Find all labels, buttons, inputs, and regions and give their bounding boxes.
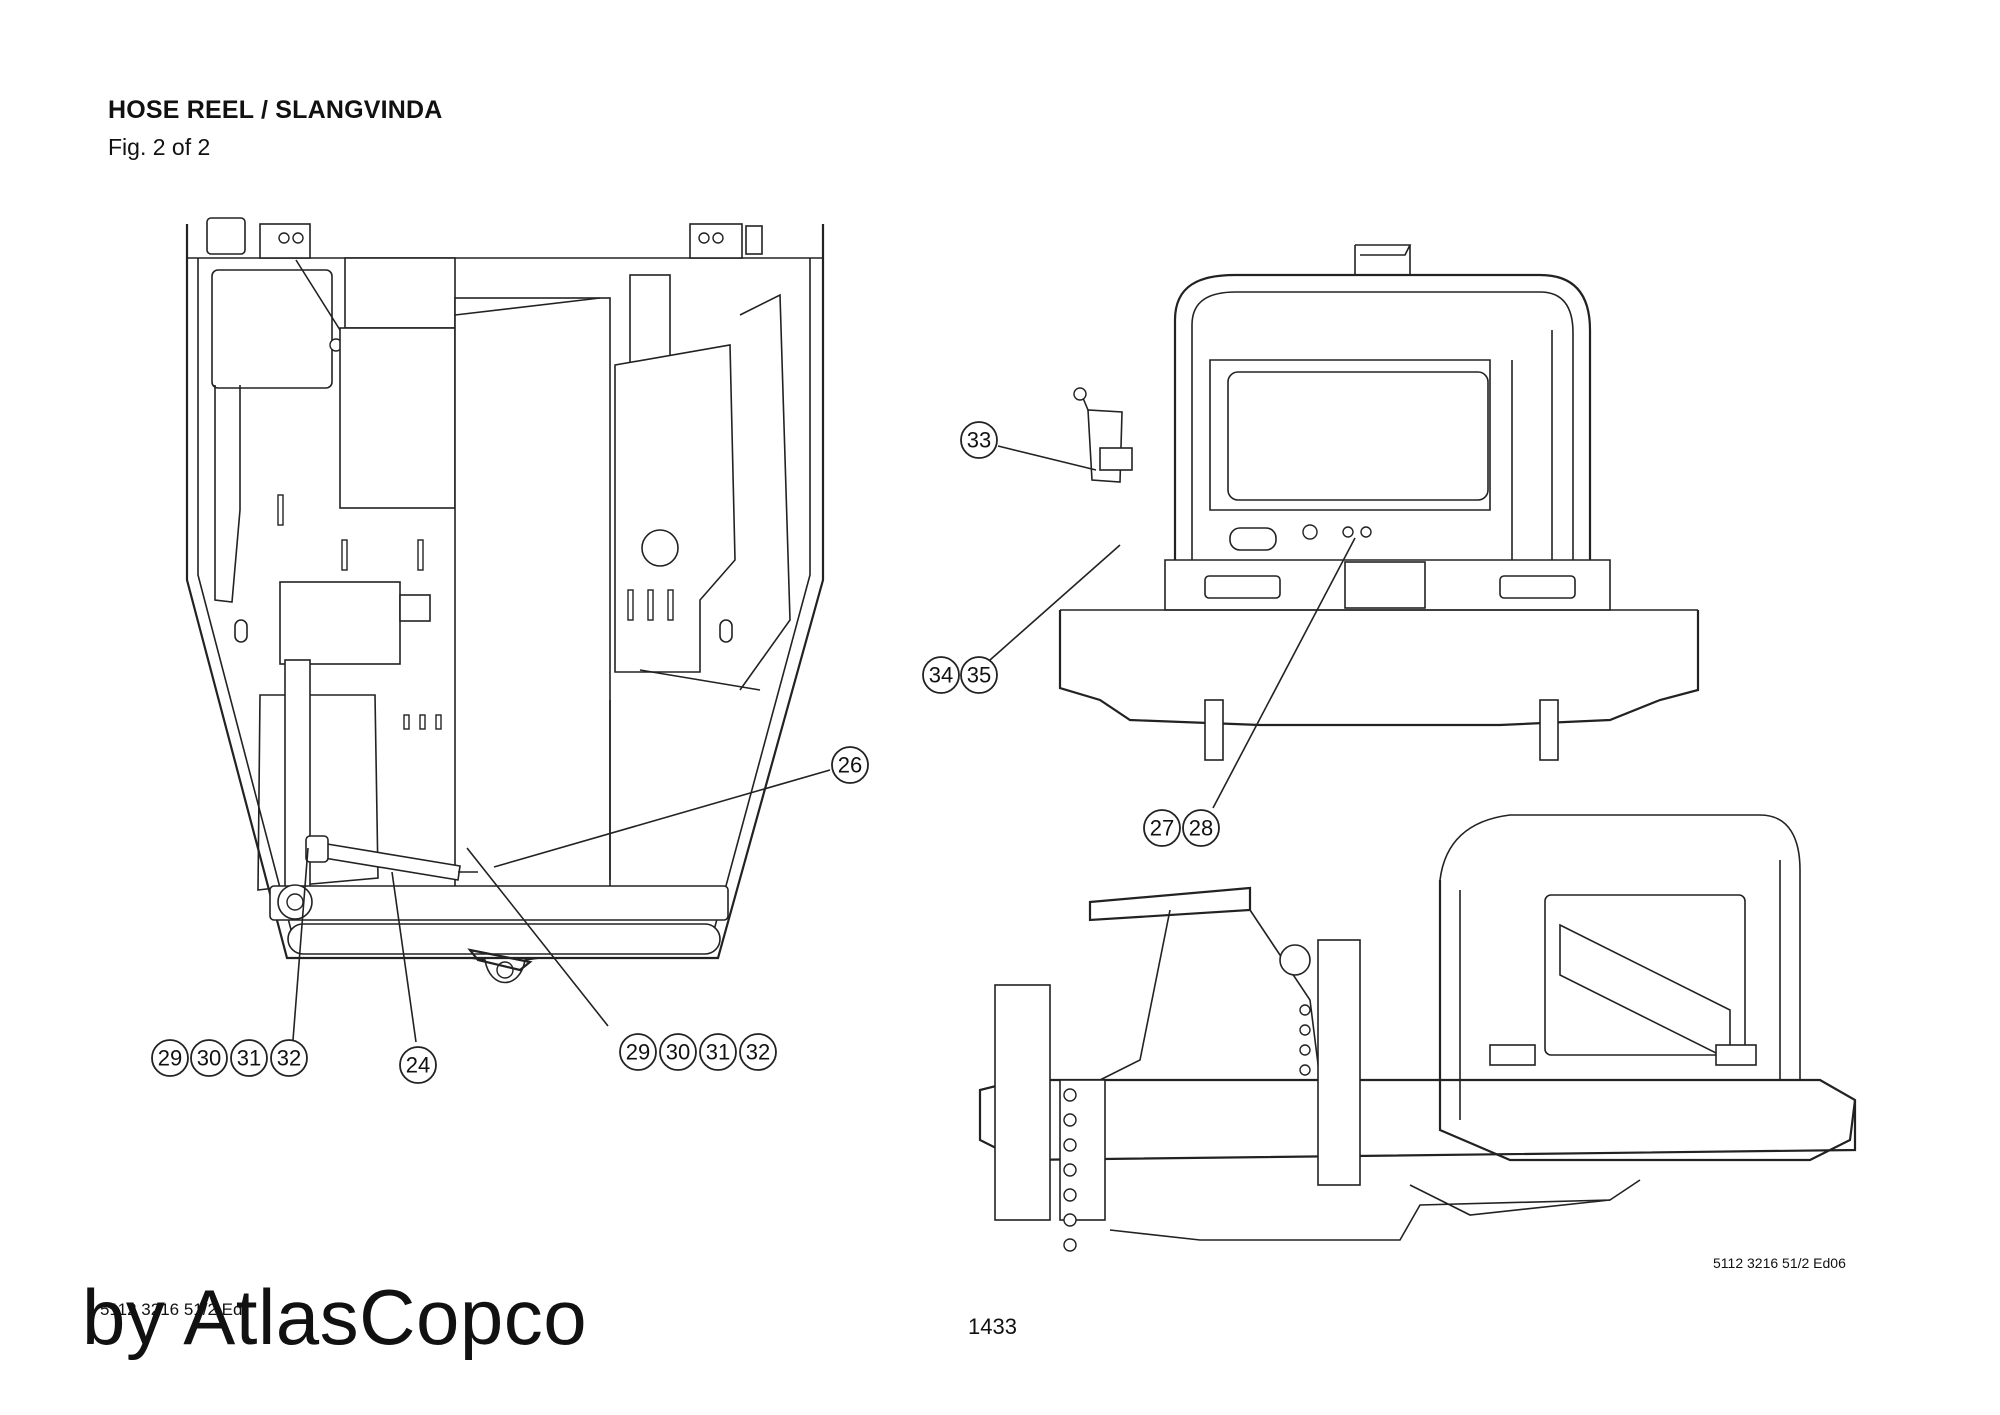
- svg-text:27: 27: [1150, 816, 1174, 841]
- callout-30-left: 30: [190, 1039, 228, 1077]
- callout-33: 33: [960, 421, 998, 459]
- svg-text:35: 35: [967, 663, 991, 688]
- svg-text:32: 32: [277, 1046, 301, 1071]
- frame-rear-view: [1058, 244, 1700, 761]
- svg-text:29: 29: [626, 1040, 650, 1065]
- frame-top-view: [185, 217, 825, 984]
- callout-24: 24: [399, 1046, 437, 1084]
- frame-iso-view: [978, 814, 1857, 1252]
- figure-title: HOSE REEL / SLANGVINDA: [108, 96, 443, 124]
- page-number: 1433: [968, 1314, 1017, 1339]
- svg-text:33: 33: [967, 428, 991, 453]
- callout-26: 26: [831, 746, 869, 784]
- svg-text:32: 32: [746, 1040, 770, 1065]
- callout-30-right: 30: [659, 1033, 697, 1071]
- callout-34: 34: [922, 656, 960, 694]
- figure-subtitle: Fig. 2 of 2: [108, 134, 211, 160]
- callout-29-left: 29: [151, 1039, 189, 1077]
- svg-text:26: 26: [838, 753, 862, 778]
- leader-lines: [292, 445, 1356, 1043]
- svg-text:31: 31: [706, 1040, 730, 1065]
- callout-bubbles: 26 24 29 30 31 32 29 30 31 32 33 34 35 2…: [151, 421, 1220, 1084]
- callout-29-right: 29: [619, 1033, 657, 1071]
- doc-code-partial: 5112 3216 51/2 Ed: [100, 1300, 243, 1319]
- svg-text:24: 24: [406, 1053, 430, 1078]
- callout-27: 27: [1143, 809, 1181, 847]
- svg-text:29: 29: [158, 1046, 182, 1071]
- svg-text:31: 31: [237, 1046, 261, 1071]
- callout-32-right: 32: [739, 1033, 777, 1071]
- callout-28: 28: [1182, 809, 1220, 847]
- svg-text:28: 28: [1189, 816, 1213, 841]
- callout-31-left: 31: [230, 1039, 268, 1077]
- brand-watermark: by AtlasCopco: [82, 1273, 588, 1361]
- drawing-code: 5112 3216 51/2 Ed06: [1713, 1255, 1846, 1271]
- svg-text:34: 34: [929, 663, 953, 688]
- callout-35: 35: [960, 656, 998, 694]
- callout-32-left: 32: [270, 1039, 308, 1077]
- callout-31-right: 31: [699, 1033, 737, 1071]
- svg-text:30: 30: [666, 1040, 690, 1065]
- svg-text:30: 30: [197, 1046, 221, 1071]
